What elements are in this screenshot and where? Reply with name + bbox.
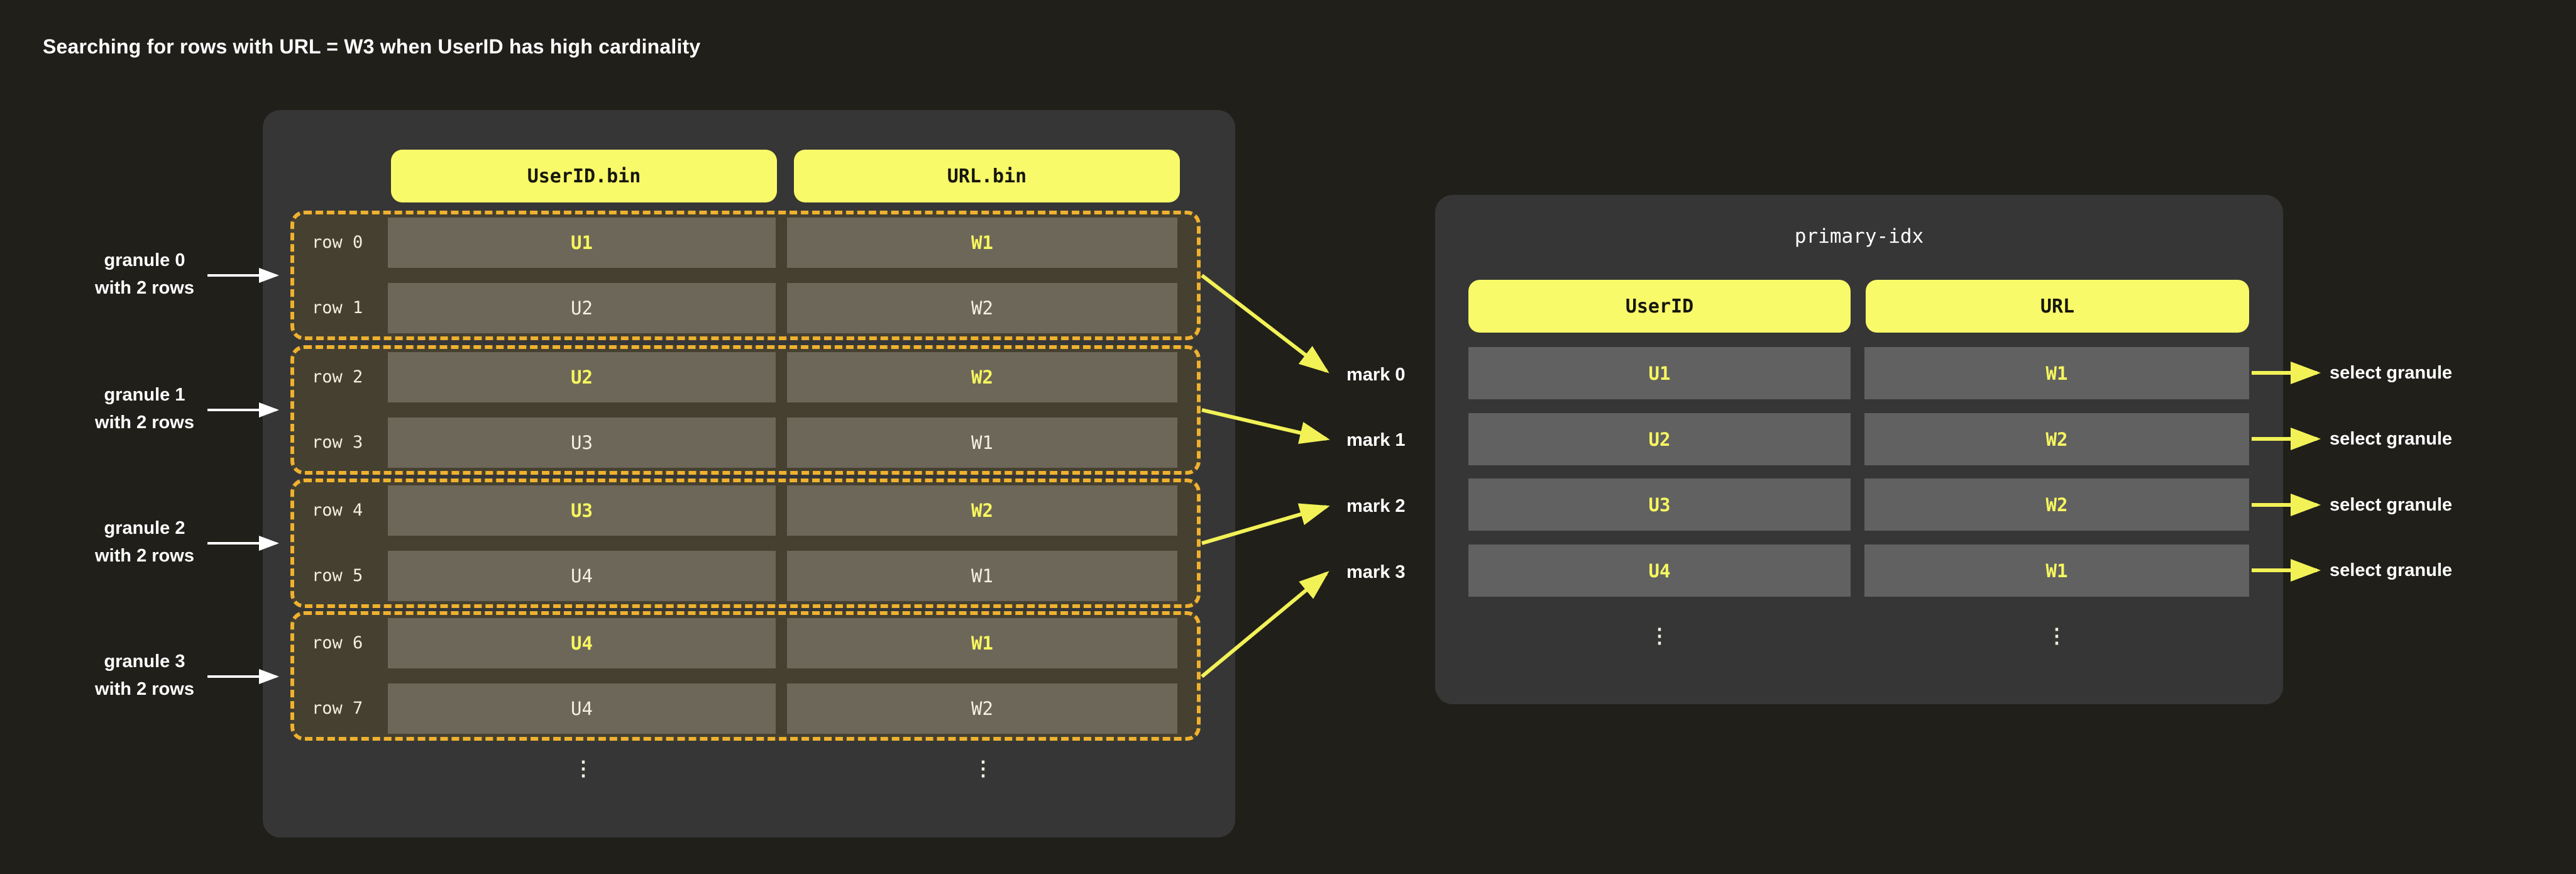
userid-cell: U4	[388, 551, 776, 601]
granule-0-label: granule 0 with 2 rows	[25, 246, 264, 302]
mark-2-label: mark 2	[1346, 496, 1406, 516]
granule-box-2: row 4 U3 W2 row 5 U4 W1	[290, 478, 1201, 608]
userid-cell: U1	[1468, 347, 1851, 399]
userid-cell: U4	[388, 618, 776, 668]
mark-3-label: mark 3	[1346, 562, 1406, 582]
row-label: row 6	[312, 633, 363, 653]
granule-label-line1: granule 2	[104, 518, 185, 538]
select-granule-label-0: select granule	[2330, 363, 2453, 383]
granule-label-line1: granule 3	[104, 651, 185, 672]
url-cell: W1	[787, 418, 1177, 468]
granule-label-line1: granule 0	[104, 250, 185, 270]
userid-column-ellipsis: ⋮	[573, 756, 593, 780]
table-row: row 0 U1 W1	[294, 218, 1197, 268]
url-cell: W1	[787, 218, 1177, 268]
primary-index-panel: primary-idx UserID URL U1 W1 U2 W2 U3 W2…	[1435, 195, 2283, 704]
granule-label-line2: with 2 rows	[95, 278, 194, 298]
row-label: row 4	[312, 501, 363, 520]
userid-cell: U3	[388, 418, 776, 468]
table-row: row 4 U3 W2	[294, 485, 1197, 536]
url-cell: W2	[1864, 478, 2249, 531]
url-cell: W1	[787, 618, 1177, 668]
row-label: row 5	[312, 566, 363, 585]
granule-box-0: row 0 U1 W1 row 1 U2 W2	[290, 211, 1201, 340]
url-cell: W2	[787, 485, 1177, 536]
userid-index-ellipsis: ⋮	[1649, 624, 1670, 648]
row-label: row 0	[312, 233, 363, 252]
granule-label-line2: with 2 rows	[95, 546, 194, 566]
row-label: row 1	[312, 298, 363, 318]
url-cell: W2	[787, 683, 1177, 734]
userid-cell: U3	[388, 485, 776, 536]
row-label: row 2	[312, 367, 363, 387]
granule-label-line2: with 2 rows	[95, 679, 194, 699]
url-cell: W1	[1864, 347, 2249, 399]
userid-cell: U2	[388, 352, 776, 402]
url-cell: W1	[787, 551, 1177, 601]
userid-bin-header: UserID.bin	[391, 150, 777, 202]
url-index-header: URL	[1866, 280, 2249, 333]
select-granule-label-3: select granule	[2330, 560, 2453, 580]
index-row: U1 W1	[1435, 347, 2283, 399]
userid-cell: U1	[388, 218, 776, 268]
page-title: Searching for rows with URL = W3 when Us…	[43, 35, 701, 58]
granule-box-1: row 2 U2 W2 row 3 U3 W1	[290, 345, 1201, 475]
granule-label-line2: with 2 rows	[95, 412, 194, 433]
url-cell: W2	[787, 283, 1177, 333]
index-row: U3 W2	[1435, 478, 2283, 531]
userid-cell: U3	[1468, 478, 1851, 531]
url-index-ellipsis: ⋮	[2047, 624, 2067, 648]
select-granule-label-1: select granule	[2330, 429, 2453, 449]
table-row: row 1 U2 W2	[294, 283, 1197, 333]
row-label: row 3	[312, 433, 363, 452]
row-label: row 7	[312, 699, 363, 718]
url-column-ellipsis: ⋮	[973, 756, 993, 780]
column-files-panel: UserID.bin URL.bin row 0 U1 W1 row 1 U2 …	[263, 110, 1235, 838]
userid-index-header: UserID	[1468, 280, 1851, 333]
granule-label-line1: granule 1	[104, 385, 185, 405]
table-row: row 7 U4 W2	[294, 683, 1197, 734]
url-cell: W2	[787, 352, 1177, 402]
mark-1-label: mark 1	[1346, 430, 1406, 450]
userid-cell: U2	[388, 283, 776, 333]
granule-2-label: granule 2 with 2 rows	[25, 514, 264, 570]
table-row: row 2 U2 W2	[294, 352, 1197, 402]
url-cell: W1	[1864, 545, 2249, 597]
table-row: row 6 U4 W1	[294, 618, 1197, 668]
userid-cell: U4	[1468, 545, 1851, 597]
index-row: U4 W1	[1435, 545, 2283, 597]
table-row: row 5 U4 W1	[294, 551, 1197, 601]
granule-box-3: row 6 U4 W1 row 7 U4 W2	[290, 611, 1201, 741]
userid-cell: U4	[388, 683, 776, 734]
userid-cell: U2	[1468, 413, 1851, 465]
granule-1-label: granule 1 with 2 rows	[25, 381, 264, 436]
table-row: row 3 U3 W1	[294, 418, 1197, 468]
mark-0-label: mark 0	[1346, 365, 1406, 385]
select-granule-label-2: select granule	[2330, 495, 2453, 515]
url-bin-header: URL.bin	[794, 150, 1180, 202]
primary-index-title: primary-idx	[1794, 225, 1924, 248]
url-cell: W2	[1864, 413, 2249, 465]
granule-3-label: granule 3 with 2 rows	[25, 648, 264, 703]
index-row: U2 W2	[1435, 413, 2283, 465]
